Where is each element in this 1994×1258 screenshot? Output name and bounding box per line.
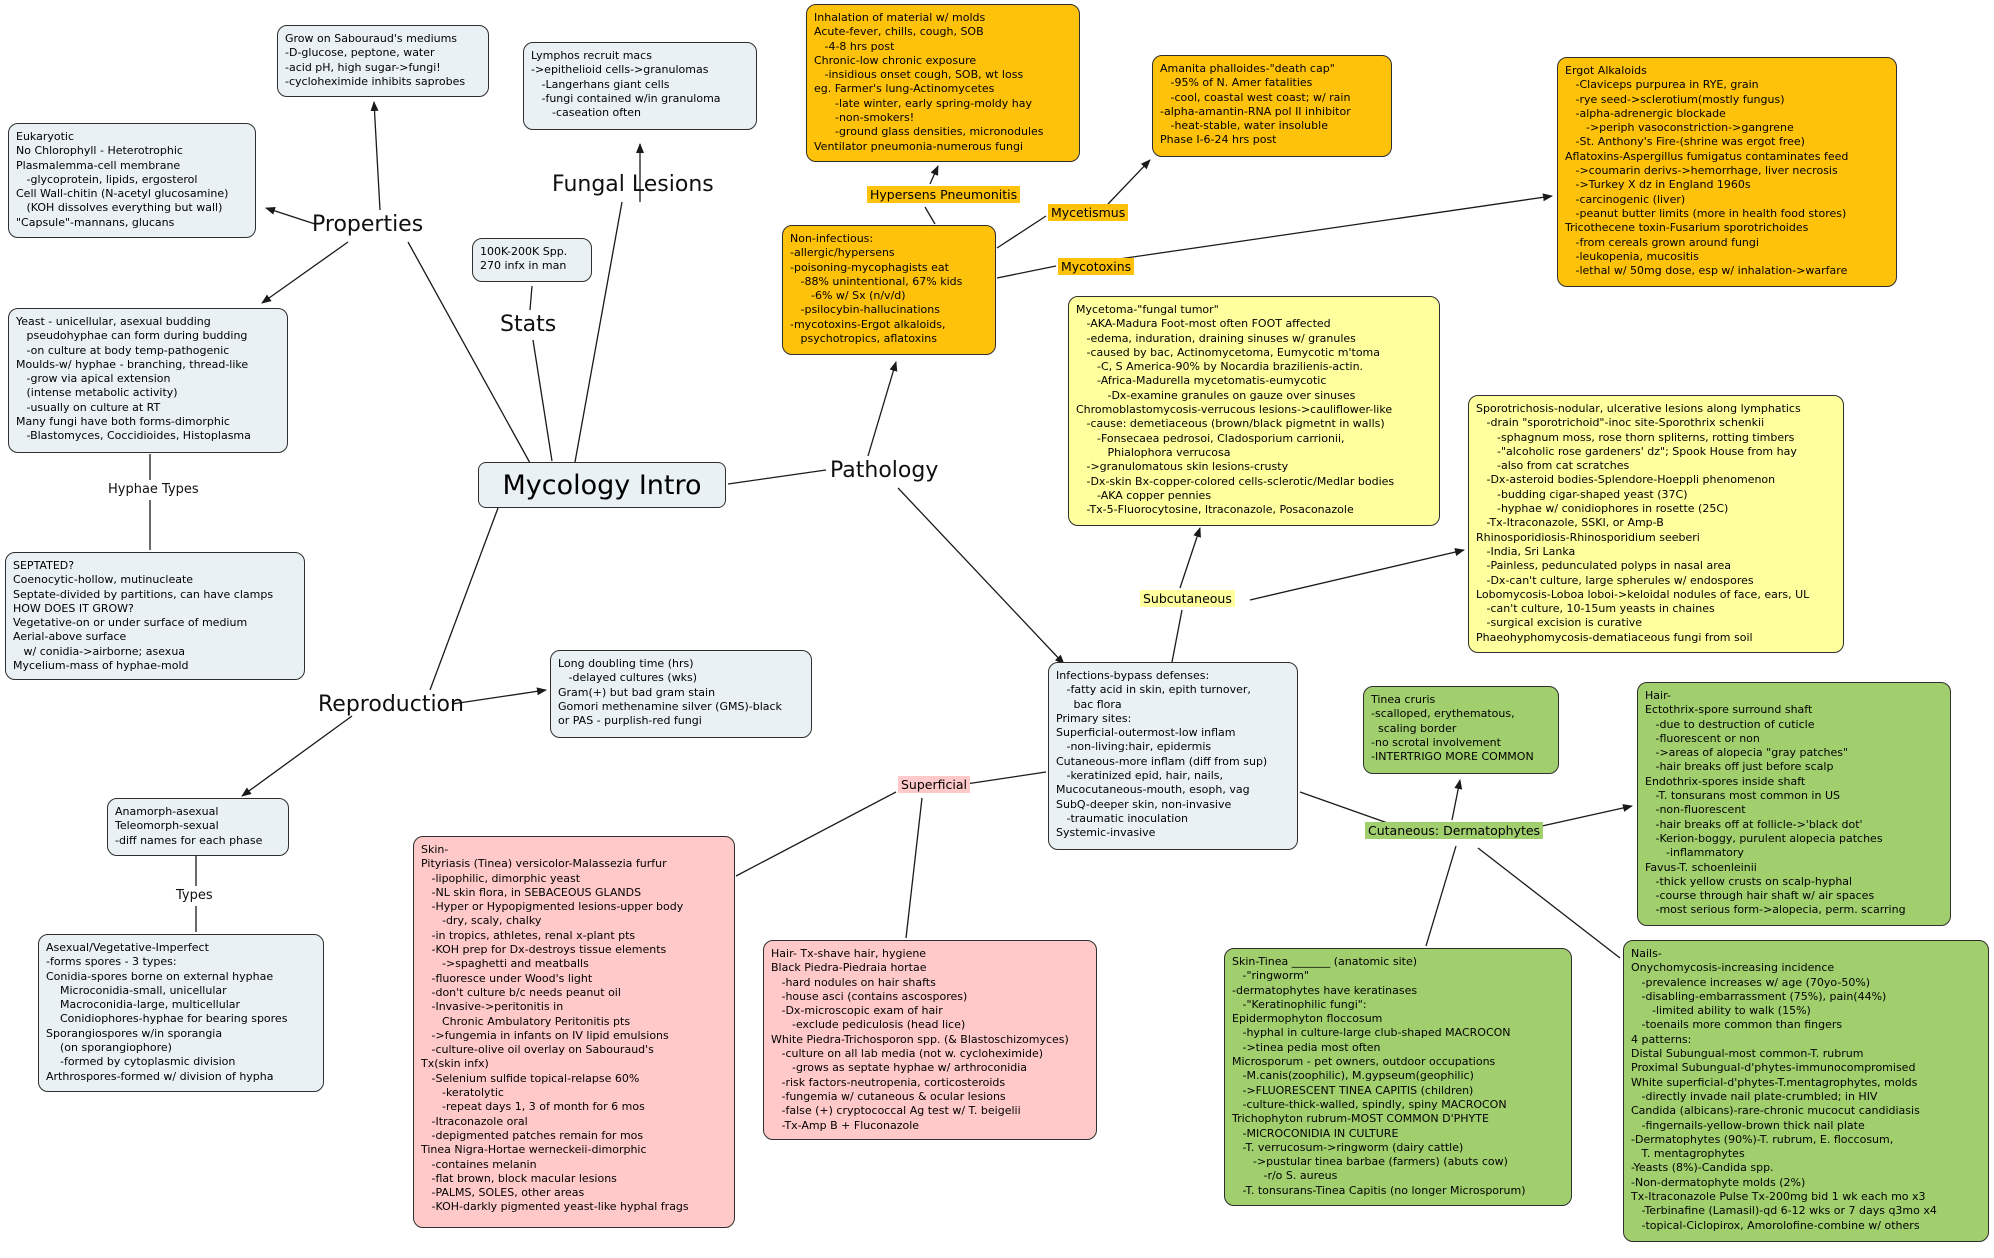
node-stats-species[interactable]: 100K-200K Spp. 270 infx in man <box>472 238 592 282</box>
node-hypersensitivity-pneumonitis[interactable]: Inhalation of material w/ molds Acute-fe… <box>806 4 1080 162</box>
node-mycetoma-chromoblastomycosis[interactable]: Mycetoma-"fungal tumor" -AKA-Madura Foot… <box>1068 296 1440 526</box>
connector-subcutaneous-sporotrichosis <box>1249 548 1465 601</box>
node-superficial-hair-piedra[interactable]: Hair- Tx-shave hair, hygiene Black Piedr… <box>763 940 1097 1140</box>
connector-superficial-skin <box>735 791 897 877</box>
label-superficial[interactable]: Superficial <box>898 776 970 793</box>
connector-pathology-infections <box>897 487 1065 665</box>
connector-pathology-noninfectious <box>867 361 898 457</box>
node-properties-eukaryotic[interactable]: Eukaryotic No Chlorophyll - Heterotrophi… <box>8 123 256 238</box>
label-subcutaneous[interactable]: Subcutaneous <box>1140 590 1235 607</box>
connector-noninfectious-mycotoxins <box>996 265 1057 279</box>
connector-noninfectious-mycetismus <box>996 215 1047 249</box>
connector-noninfectious-hypersens <box>924 206 936 225</box>
connector-cutaneous-skin-tinea <box>1425 845 1457 947</box>
connector-mycotoxins-ergot <box>1111 193 1553 261</box>
connector-stats-statsbox <box>529 285 533 311</box>
node-tinea-cruris[interactable]: Tinea cruris -scalloped, erythematous, s… <box>1363 686 1559 774</box>
connector-cutaneous-ectothrix <box>1541 804 1633 827</box>
node-asexual-spore-types[interactable]: Asexual/Vegetative-Imperfect -forms spor… <box>38 934 324 1092</box>
connector-title-stats <box>532 339 553 462</box>
label-hypersens-pneumonitis[interactable]: Hypersens Pneumonitis <box>867 186 1021 203</box>
connector-cutaneous-tinea-cruris <box>1451 779 1463 821</box>
label-mycetismus[interactable]: Mycetismus <box>1048 204 1129 221</box>
connector-mycetismus-amanita <box>1107 159 1151 205</box>
connector-properties-sabourauds <box>370 101 381 211</box>
node-mycology-intro-title[interactable]: Mycology Intro <box>478 462 726 508</box>
node-infections-primary-sites[interactable]: Infections-bypass defenses: -fatty acid … <box>1048 662 1298 850</box>
connector-infections-subcutaneous <box>1171 609 1183 663</box>
label-mycotoxins[interactable]: Mycotoxins <box>1058 258 1135 275</box>
node-sabourauds-media[interactable]: Grow on Sabouraud's mediums -D-glucose, … <box>277 25 489 97</box>
node-mycotoxins-ergot-aflatoxins[interactable]: Ergot Alkaloids -Claviceps purpurea in R… <box>1557 57 1897 287</box>
connector-reproduction-anamorph <box>241 715 353 797</box>
connector-superficial-hair <box>905 797 923 939</box>
node-anamorph-teleomorph[interactable]: Anamorph-asexual Teleomorph-sexual -diff… <box>107 798 289 856</box>
node-sporotrichosis-rhinosporidiosis[interactable]: Sporotrichosis-nodular, ulcerative lesio… <box>1468 395 1844 653</box>
connector-hypersens-inhalation <box>929 165 939 185</box>
connector-title-reproduction <box>429 507 499 691</box>
label-hyphae-types[interactable]: Hyphae Types <box>108 482 199 497</box>
node-cutaneous-nails-onychomycosis[interactable]: Nails- Onychomycosis-increasing incidenc… <box>1623 940 1989 1242</box>
connector-subcutaneous-mycetoma <box>1179 527 1201 589</box>
label-types[interactable]: Types <box>176 888 213 903</box>
node-hyphae-septation[interactable]: SEPTATED? Coenocytic-hollow, mutinucleat… <box>5 552 305 680</box>
node-amanita-phalloides[interactable]: Amanita phalloides-"death cap" -95% of N… <box>1152 55 1392 157</box>
connector-infections-superficial <box>965 771 1047 785</box>
node-yeast-moulds[interactable]: Yeast - unicellular, asexual budding pse… <box>8 308 288 453</box>
node-doubling-time-stains[interactable]: Long doubling time (hrs) -delayed cultur… <box>550 650 812 738</box>
connector-infections-cutaneous <box>1299 791 1397 827</box>
connector-title-pathology <box>727 469 827 485</box>
connector-reproduction-doubling <box>451 687 547 705</box>
node-fungal-lesions-granulomas[interactable]: Lymphos recruit macs ->epithelioid cells… <box>523 42 757 130</box>
node-cutaneous-hair[interactable]: Hair- Ectothrix-spore surround shaft -du… <box>1637 682 1951 926</box>
branch-label-stats[interactable]: Stats <box>500 312 557 337</box>
node-cutaneous-skin-tinea[interactable]: Skin-Tinea _______ (anatomic site) -"rin… <box>1224 948 1572 1206</box>
branch-label-pathology[interactable]: Pathology <box>830 458 939 483</box>
branch-label-fungal-lesions[interactable]: Fungal Lesions <box>552 172 714 197</box>
branch-label-reproduction[interactable]: Reproduction <box>318 692 464 717</box>
connector-properties-eukaryotic <box>265 206 316 225</box>
connector-properties-yeast <box>261 241 349 304</box>
label-cutaneous-dermatophytes[interactable]: Cutaneous: Dermatophytes <box>1365 822 1544 839</box>
node-superficial-skin[interactable]: Skin- Pityriasis (Tinea) versicolor-Mala… <box>413 836 735 1228</box>
node-non-infectious[interactable]: Non-infectious: -allergic/hypersens -poi… <box>782 225 996 355</box>
branch-label-properties[interactable]: Properties <box>312 212 424 237</box>
connector-cutaneous-nails <box>1477 847 1621 959</box>
